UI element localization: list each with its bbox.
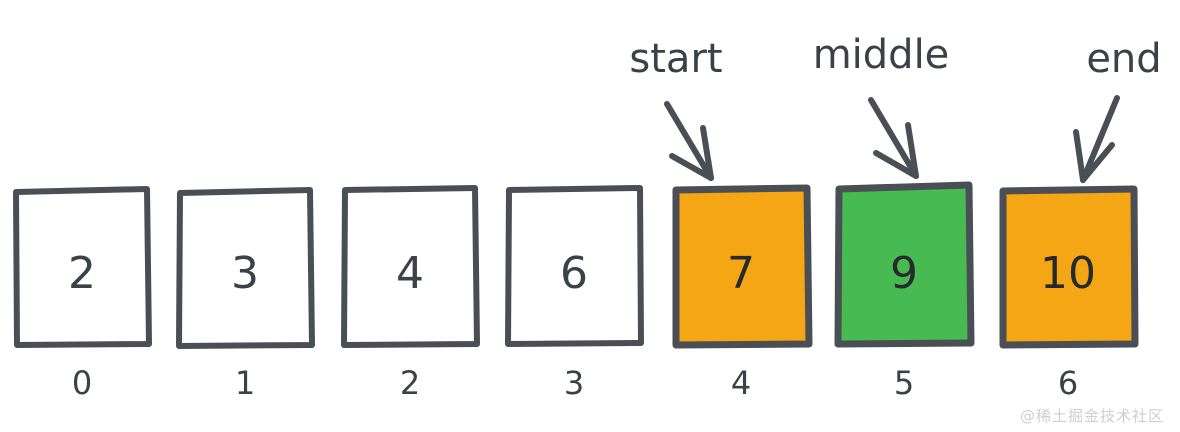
arrow-down-left-icon <box>1073 95 1120 183</box>
pointer-middle[interactable]: middle <box>813 32 950 179</box>
array-cell-3[interactable]: 6 3 <box>505 185 644 402</box>
cell-1-box <box>176 187 315 349</box>
cell-2-box <box>341 185 480 348</box>
cell-4-index: 4 <box>731 364 751 402</box>
cell-1-index: 1 <box>235 364 255 402</box>
cell-3-box <box>505 185 644 347</box>
cell-6-value: 10 <box>1040 248 1096 299</box>
cell-3-index: 3 <box>564 364 584 402</box>
cell-0-value: 2 <box>68 248 96 299</box>
cell-0-index: 0 <box>72 364 92 402</box>
cell-4-value: 7 <box>727 248 755 299</box>
pointer-end[interactable]: end <box>1073 36 1162 183</box>
pointer-end-label: end <box>1086 36 1161 82</box>
cell-6-index: 6 <box>1058 364 1078 402</box>
arrow-down-right-icon <box>868 97 919 179</box>
cell-4-box <box>672 184 813 349</box>
cell-0-box <box>13 186 152 348</box>
pointer-middle-label: middle <box>813 32 950 78</box>
pointer-start-label: start <box>629 36 722 82</box>
cell-5-index: 5 <box>894 364 914 402</box>
array-cell-4[interactable]: 7 4 <box>672 184 813 402</box>
cell-2-index: 2 <box>400 364 420 402</box>
watermark: @稀土掘金技术社区 <box>1019 407 1164 425</box>
cell-3-value: 6 <box>560 248 588 299</box>
cell-5-value: 9 <box>890 248 918 299</box>
array-cell-0[interactable]: 2 0 <box>13 186 152 402</box>
cell-1-value: 3 <box>231 248 259 299</box>
cell-2-value: 4 <box>396 248 424 299</box>
arrow-down-right-icon <box>664 101 714 181</box>
array-cell-5[interactable]: 9 5 <box>834 181 975 402</box>
cell-5-box <box>834 181 975 348</box>
cell-6-box <box>999 185 1139 349</box>
array-cell-2[interactable]: 4 2 <box>341 185 480 402</box>
pointer-start[interactable]: start <box>629 36 723 181</box>
array-cell-1[interactable]: 3 1 <box>176 187 315 402</box>
array-cell-6[interactable]: 10 6 <box>999 185 1139 402</box>
